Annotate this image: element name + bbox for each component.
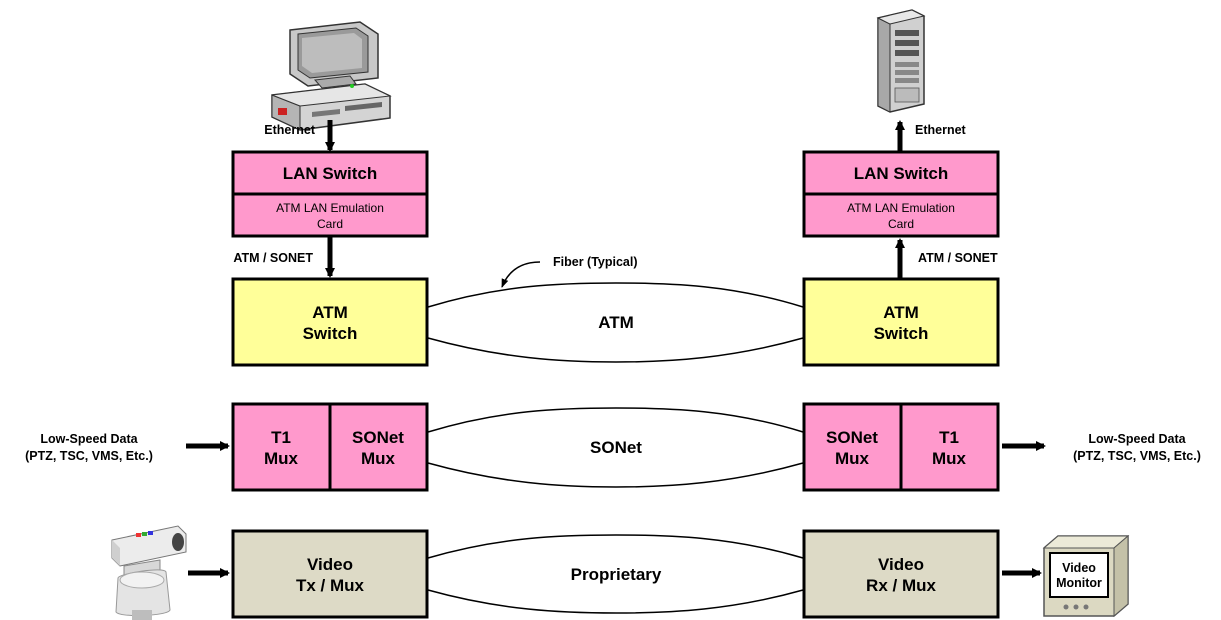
left-sonet-line2: Mux xyxy=(361,449,396,468)
monitor-line1: Video xyxy=(1062,561,1096,575)
ptz-camera-icon xyxy=(111,525,187,620)
right-atm-switch: ATM Switch xyxy=(802,277,1000,367)
left-atm-switch-line2: Switch xyxy=(303,324,358,343)
left-lowspeed-line1: Low-Speed Data xyxy=(40,432,138,446)
right-lan-switch-title: LAN Switch xyxy=(854,164,948,183)
right-t1-line1: T1 xyxy=(939,428,959,447)
atm-fiber-link-lower xyxy=(427,337,804,363)
monitor-line2: Monitor xyxy=(1056,576,1102,590)
atm-link-label: ATM xyxy=(598,313,634,332)
right-lan-card-line1: ATM LAN Emulation xyxy=(847,201,955,215)
left-t1-mux: T1 Mux xyxy=(231,402,332,492)
sonet-link-label: SONet xyxy=(590,438,642,457)
right-sonet-mux: SONet Mux xyxy=(802,402,903,492)
left-t1-line1: T1 xyxy=(271,428,291,447)
left-lan-switch: LAN Switch ATM LAN Emulation Card xyxy=(231,150,429,238)
video-rx-mux: Video Rx / Mux xyxy=(802,529,1000,619)
video-tx-mux: Video Tx / Mux xyxy=(231,529,429,619)
video-rx-line1: Video xyxy=(878,555,924,574)
workstation-computer-icon xyxy=(271,21,392,131)
video-monitor-icon: Video Monitor xyxy=(1042,534,1130,618)
video-tx-line1: Video xyxy=(307,555,353,574)
atm-fiber-link xyxy=(427,282,804,308)
fiber-callout-label: Fiber (Typical) xyxy=(553,255,638,269)
left-lowspeed-line2: (PTZ, TSC, VMS, Etc.) xyxy=(25,449,153,463)
right-ethernet-label: Ethernet xyxy=(915,123,967,137)
video-rx-line2: Rx / Mux xyxy=(866,576,936,595)
right-atm-switch-line2: Switch xyxy=(874,324,929,343)
proprietary-link-lower xyxy=(427,589,804,614)
right-t1-line2: Mux xyxy=(932,449,967,468)
left-ethernet-label: Ethernet xyxy=(264,123,316,137)
right-sonet-line1: SONet xyxy=(826,428,878,447)
proprietary-link-label: Proprietary xyxy=(571,565,662,584)
fiber-callout-arrow xyxy=(501,261,541,288)
left-atm-switch-line1: ATM xyxy=(312,303,348,322)
right-sonet-line2: Mux xyxy=(835,449,870,468)
right-lan-switch: LAN Switch ATM LAN Emulation Card xyxy=(802,150,1000,238)
left-sonet-mux: SONet Mux xyxy=(328,402,429,492)
right-atm-sonet-label: ATM / SONET xyxy=(918,251,998,265)
left-atm-switch: ATM Switch xyxy=(231,277,429,367)
video-tx-line2: Tx / Mux xyxy=(296,576,365,595)
left-atm-sonet-label: ATM / SONET xyxy=(233,251,313,265)
left-sonet-line1: SONet xyxy=(352,428,404,447)
proprietary-link-upper xyxy=(427,534,804,559)
left-lan-card-line1: ATM LAN Emulation xyxy=(276,201,384,215)
left-t1-line2: Mux xyxy=(264,449,299,468)
sonet-link-upper xyxy=(427,407,804,433)
sonet-link-lower xyxy=(427,462,804,488)
right-lowspeed-line1: Low-Speed Data xyxy=(1088,432,1186,446)
right-lan-card-line2: Card xyxy=(888,217,914,231)
right-lowspeed-line2: (PTZ, TSC, VMS, Etc.) xyxy=(1073,449,1201,463)
left-lan-card-line2: Card xyxy=(317,217,343,231)
right-atm-switch-line1: ATM xyxy=(883,303,919,322)
left-lan-switch-title: LAN Switch xyxy=(283,164,377,183)
right-t1-mux: T1 Mux xyxy=(899,402,1000,492)
tower-server-icon xyxy=(876,9,926,113)
